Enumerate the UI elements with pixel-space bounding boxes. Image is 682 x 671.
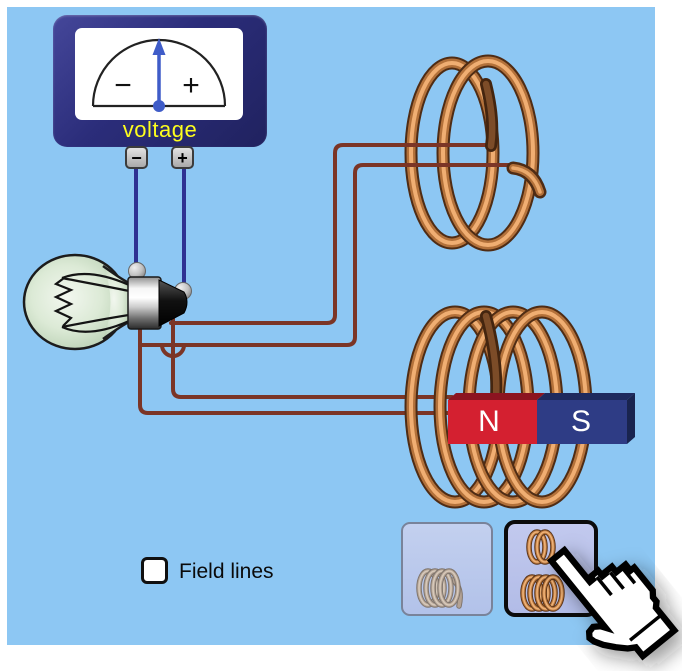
voltmeter-needle-arrowhead [152, 38, 166, 55]
wire-bulb-to-bottom-coil-inner [171, 311, 454, 399]
bulb-base-cone [158, 279, 188, 327]
magnet-north-face [448, 400, 537, 444]
bulb-base [127, 276, 162, 330]
bulb-neck [103, 266, 129, 339]
light-bulb [22, 168, 192, 351]
two-coils-button[interactable] [504, 520, 598, 617]
one-coil-button[interactable] [401, 522, 493, 616]
wire-crossing-hop [160, 343, 186, 358]
bar-magnet[interactable]: N S [448, 393, 635, 444]
voltmeter-gauge [91, 38, 227, 112]
voltmeter-terminal-positive: + [171, 146, 194, 169]
magnet-north-label: N [478, 405, 500, 438]
four-loop-coil-icon [520, 574, 565, 612]
voltmeter-display: − + [75, 28, 243, 120]
two-loop-coil [138, 54, 547, 358]
voltmeter-terminal-negative: − [125, 146, 148, 169]
voltmeter-label: voltage [122, 117, 198, 142]
magnet-right-face [627, 393, 635, 444]
coil-loop [436, 54, 540, 252]
coil-end-stub-inner [480, 310, 503, 405]
field-lines-checkbox[interactable] [141, 557, 168, 584]
coil-end-stub-inner [480, 78, 499, 152]
two-loop-coil-icon [526, 529, 556, 565]
wire-bulb-to-bottom-coil-outer [138, 324, 454, 415]
coil-loop [404, 56, 500, 250]
magnet-south-label: S [571, 405, 591, 438]
voltmeter: − + voltage [53, 15, 267, 147]
magnet-south-face [537, 400, 627, 444]
lead-wires [138, 311, 454, 415]
faded-four-loop-coil-icon [416, 568, 463, 609]
bulb-filament [53, 272, 130, 333]
voltmeter-needle-pivot [153, 100, 165, 112]
wire-bulb-to-top-coil-inner [169, 143, 491, 325]
voltmeter-wires [134, 168, 186, 284]
wire-bulb-to-top-coil-outer [138, 163, 514, 347]
field-lines-label: Field lines [179, 560, 274, 583]
magnet-top-bevel-north [448, 393, 545, 400]
coil-end-stub-outer [506, 161, 547, 199]
one-coil-thumbnail [416, 568, 463, 609]
two-coils-thumbnail [520, 529, 565, 612]
magnet-top-bevel-south [537, 393, 635, 400]
